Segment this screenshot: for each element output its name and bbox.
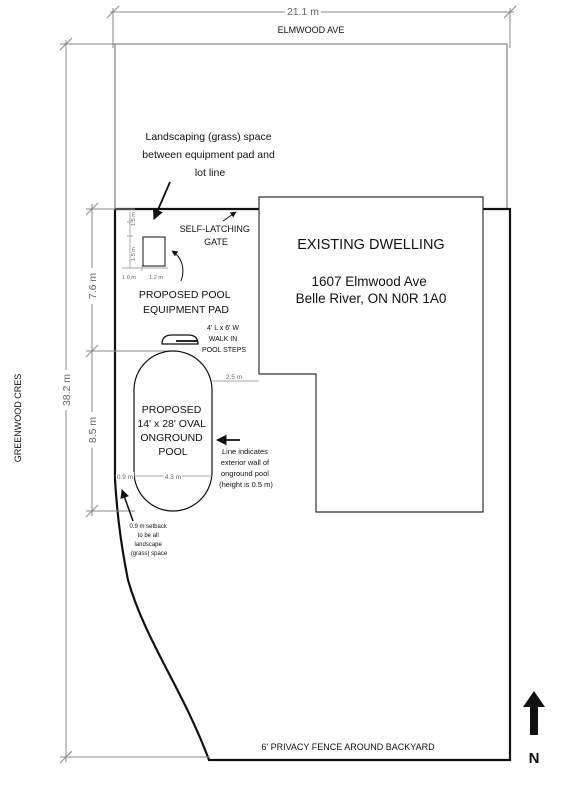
fence-label: 6' PRIVACY FENCE AROUND BACKYARD (261, 742, 435, 752)
dwelling-title: EXISTING DWELLING (297, 237, 444, 253)
pool-steps-label: 4' L x 6' W WALK IN POOL STEPS (202, 325, 246, 354)
pool-width-label: 4.3 m (165, 474, 181, 481)
dim-zones (85, 202, 175, 518)
privacy-fence (113, 207, 512, 762)
landscaping-arrow (152, 181, 171, 220)
pool-wall-note: Line indicates exterior wall of onground… (219, 447, 273, 489)
pad-dim-top: 1.5 m (131, 212, 137, 226)
landscaping-note: Landscaping (grass) space between equipm… (142, 131, 277, 179)
setback-note: 0.9 m setback to be all landscape (grass… (129, 524, 168, 557)
north-arrow-icon (523, 691, 545, 735)
pad-arrow (171, 250, 184, 282)
setback-arrow (120, 489, 134, 522)
proposed-pool (133, 350, 213, 512)
equipment-pad (142, 236, 166, 267)
lot-line (114, 43, 508, 209)
pool-house-label: 2.5 m (226, 374, 242, 381)
street-greenwood: GREENWOOD CRES (13, 374, 23, 463)
equipment-pad-label: PROPOSED POOL EQUIPMENT PAD (139, 289, 233, 316)
equipment-pad-dims (122, 212, 168, 271)
gate-arrow (222, 211, 237, 222)
dwelling-address: 1607 Elmwood Ave Belle River, ON N0R 1A0 (296, 274, 447, 306)
north-label: N (529, 750, 540, 767)
pad-dim-left: 1.0 m (122, 275, 136, 281)
gate-label: SELF-LATCHING GATE (180, 224, 253, 247)
pool-steps (161, 334, 199, 345)
zone-pad-label: 7.6 m (87, 273, 99, 300)
pool-label: PROPOSED 14' x 28' OVAL ONGROUND POOL (137, 404, 208, 458)
existing-dwelling (258, 196, 484, 513)
pad-dim-mid: 1.5 m (131, 247, 137, 261)
lot-width-label: 21.1 m (287, 6, 319, 18)
pad-dim-right: 1.2 m (149, 275, 163, 281)
setback-dim-label: 0.9 m (117, 474, 133, 481)
street-elmwood: ELMWOOD AVE (278, 25, 345, 35)
zone-pool-label: 8.5 m (87, 417, 99, 444)
lot-depth-label: 38.2 m (61, 374, 73, 406)
